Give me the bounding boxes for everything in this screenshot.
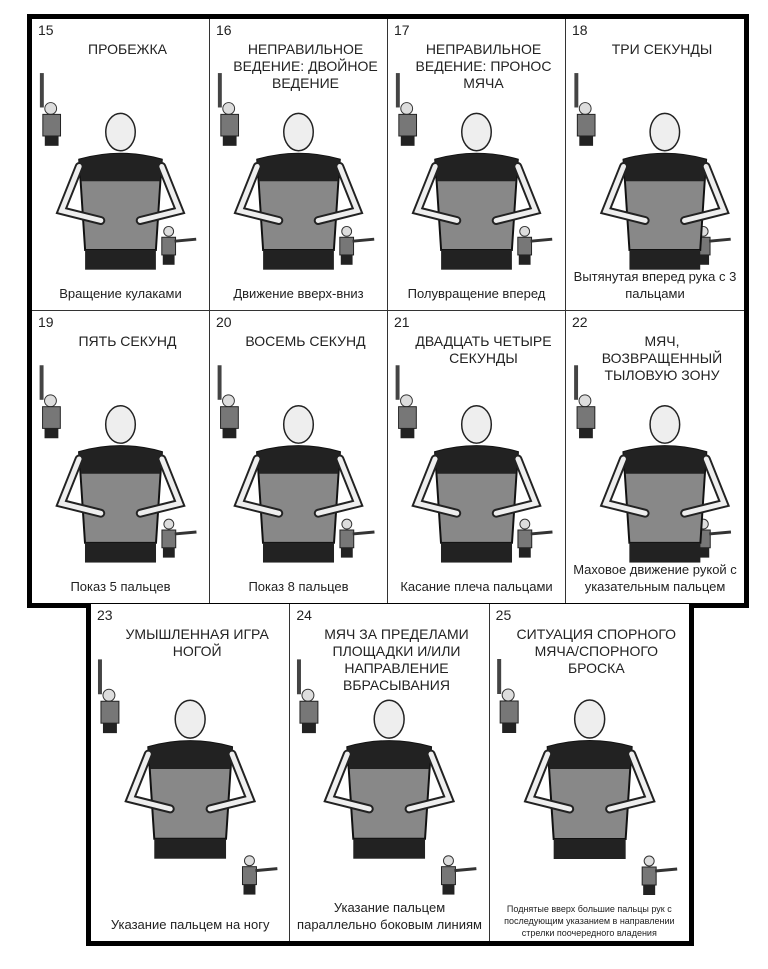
signal-caption: Вращение кулаками	[59, 286, 182, 301]
signal-caption: Движение вверх-вниз	[233, 286, 364, 301]
small-referee-pointing-icon	[517, 225, 553, 265]
small-referee-pointing-icon	[695, 518, 732, 558]
signal-title: ВОСЕМЬ СЕКУНД	[245, 333, 366, 349]
signal-panel-15: 15 ПРОБЕЖКА Вращение кулаками	[32, 19, 210, 311]
small-referee-pointing-icon	[339, 518, 375, 558]
small-referee-pointing-icon	[241, 855, 278, 895]
signal-panel-20: 20 ВОСЕМЬ СЕКУНД Показ 8 пальцев	[210, 311, 388, 603]
signal-caption: Вытянутая вперед рука с 3 пальцами	[573, 269, 737, 301]
main-referee-figure	[55, 112, 186, 270]
signal-number: 19	[38, 314, 54, 330]
main-referee-figure	[233, 404, 364, 563]
signal-caption: Показ 5 пальцев	[70, 579, 171, 594]
small-referee-pointing-icon	[441, 855, 477, 895]
signal-title: ПЯТЬ СЕКУНД	[78, 333, 177, 349]
signal-panel-19: 19 ПЯТЬ СЕКУНД Показ 5 пальцев	[32, 311, 210, 603]
signal-number: 25	[495, 607, 512, 623]
signal-number: 16	[216, 22, 232, 38]
signal-title: НЕПРАВИЛЬНОЕ ВЕДЕНИЕ: ДВОЙНОЕ ВЕДЕНИЕ	[233, 41, 378, 91]
signal-caption: Маховое движение рукой с указательным па…	[573, 562, 737, 594]
referee-illustration	[574, 73, 731, 270]
small-referee-pointing-icon	[161, 518, 197, 558]
signal-caption: Поднятые вверх большие пальцы рук с посл…	[504, 904, 675, 938]
main-referee-figure	[124, 699, 257, 859]
small-referee-pointing-icon	[161, 225, 197, 265]
signal-caption: Касание плеча пальцами	[400, 579, 553, 594]
main-referee-figure	[411, 112, 542, 270]
referee-illustration	[39, 73, 197, 270]
small-referee-pointing-icon	[641, 855, 677, 895]
signal-number: 20	[216, 314, 232, 330]
small-referee-raised-arm-icon	[39, 365, 61, 439]
main-referee-figure	[233, 112, 364, 270]
small-referee-pointing-icon	[695, 225, 731, 265]
small-referee-raised-arm-icon	[97, 659, 120, 734]
signal-panel-18: 18 ТРИ СЕКУНДЫ Вытянутая вперед рука с 3…	[566, 19, 744, 311]
signal-title: СИТУАЦИЯ СПОРНОГО МЯЧА/СПОРНОГО БРОСКА	[516, 626, 677, 676]
signal-title: НЕПРАВИЛЬНОЕ ВЕДЕНИЕ: ПРОНОС МЯЧА	[415, 41, 552, 91]
signal-title: УМЫШЛЕННАЯ ИГРА НОГОЙ	[125, 626, 269, 659]
signal-number: 23	[97, 607, 113, 623]
signals-grid-bottom: 23 УМЫШЛЕННАЯ ИГРА НОГОЙ Указание пальце…	[86, 604, 694, 946]
signal-caption: Полувращение вперед	[407, 286, 546, 301]
signal-panel-24: 24 МЯЧ ЗА ПРЕДЕЛАМИ ПЛОЩАДКИ И/ИЛИ НАПРА…	[290, 604, 490, 941]
small-referee-raised-arm-icon	[39, 73, 62, 146]
referee-illustration	[217, 365, 375, 563]
signal-title: МЯЧ, ВОЗВРАЩЕННЫЙ ТЫЛОВУЮ ЗОНУ	[601, 333, 723, 383]
signal-panel-21: 21 ДВАДЦАТЬ ЧЕТЫРЕ СЕКУНДЫ Касание плеча…	[388, 311, 566, 603]
signal-panel-22: 22 МЯЧ, ВОЗВРАЩЕННЫЙ ТЫЛОВУЮ ЗОНУ Махово…	[566, 311, 744, 603]
signal-caption: Показ 8 пальцев	[248, 579, 349, 594]
signal-panel-25: 25 СИТУАЦИЯ СПОРНОГО МЯЧА/СПОРНОГО БРОСК…	[490, 604, 689, 941]
signal-panel-23: 23 УМЫШЛЕННАЯ ИГРА НОГОЙ Указание пальце…	[91, 604, 291, 941]
signal-number: 24	[296, 607, 312, 623]
main-referee-figure	[523, 699, 656, 859]
small-referee-pointing-icon	[517, 518, 553, 558]
small-referee-pointing-icon	[339, 225, 375, 265]
signals-grid-top: 15 ПРОБЕЖКА Вращение кулаками 16	[27, 14, 749, 608]
small-referee-raised-arm-icon	[217, 365, 239, 439]
signal-title: ДВАДЦАТЬ ЧЕТЫРЕ СЕКУНДЫ	[415, 333, 552, 366]
signal-title: ПРОБЕЖКА	[88, 41, 167, 57]
small-referee-raised-arm-icon	[574, 73, 596, 146]
signal-number: 21	[394, 314, 410, 330]
signal-number: 22	[572, 314, 588, 330]
main-referee-figure	[411, 404, 542, 563]
signal-number: 15	[38, 22, 54, 38]
signal-title: МЯЧ ЗА ПРЕДЕЛАМИ ПЛОЩАДКИ И/ИЛИ НАПРАВЛЕ…	[324, 626, 469, 693]
signal-number: 17	[394, 22, 410, 38]
signal-number: 18	[572, 22, 588, 38]
signal-caption: Указание пальцем на ногу	[110, 917, 270, 932]
main-referee-figure	[599, 112, 730, 270]
small-referee-raised-arm-icon	[395, 365, 417, 439]
referee-illustration	[39, 365, 197, 563]
signal-title: ТРИ СЕКУНДЫ	[611, 41, 713, 57]
main-referee-figure	[599, 404, 731, 563]
signal-caption: Указание пальцем параллельно боковым лин…	[297, 900, 482, 932]
signal-panel-17: 17 НЕПРАВИЛЬНОЕ ВЕДЕНИЕ: ПРОНОС МЯЧА Пол…	[388, 19, 566, 311]
main-referee-figure	[55, 404, 186, 563]
main-referee-figure	[323, 699, 456, 859]
signal-panel-16: 16 НЕПРАВИЛЬНОЕ ВЕДЕНИЕ: ДВОЙНОЕ ВЕДЕНИЕ…	[210, 19, 388, 311]
